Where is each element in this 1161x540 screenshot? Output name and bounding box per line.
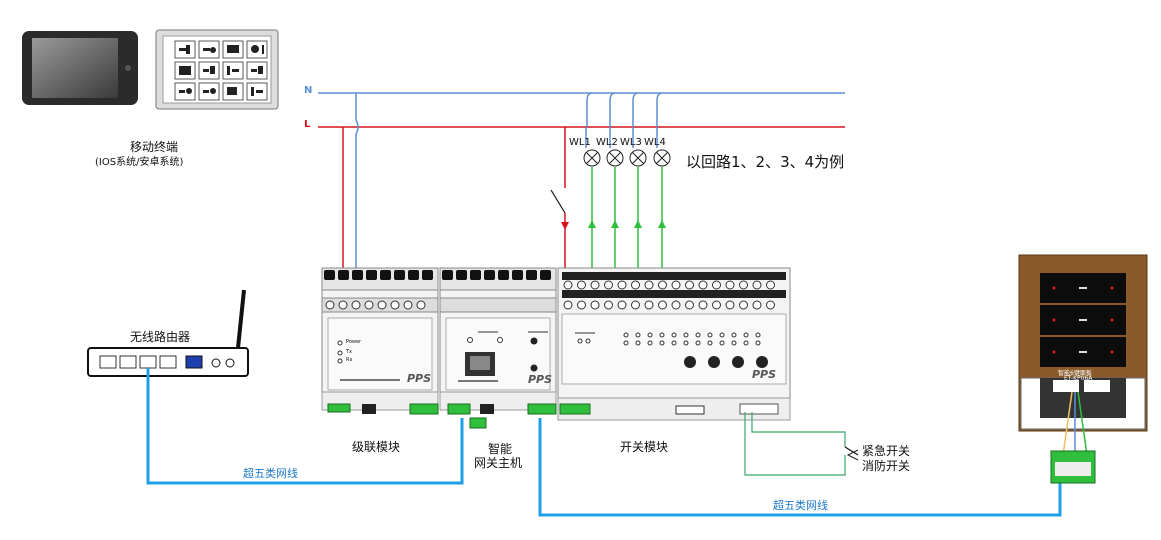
gateway-module bbox=[439, 267, 557, 429]
switch-module-label: 开关模块 bbox=[620, 440, 669, 454]
smart-panel bbox=[1018, 254, 1148, 484]
network-cable-right bbox=[538, 418, 1062, 517]
lamp-label-3: WL3 bbox=[620, 137, 642, 148]
lamp-label-2: WL2 bbox=[596, 137, 618, 148]
cable-label-left: 超五类网线 bbox=[243, 467, 298, 480]
lamp-icon bbox=[629, 149, 647, 167]
rx-indicator: Rx bbox=[346, 357, 353, 363]
brand-switch: PPS bbox=[752, 368, 777, 381]
tx-indicator: Tx bbox=[346, 349, 353, 355]
fire-switch-label: 消防开关 bbox=[862, 459, 911, 473]
panel-model-label: ET-KP06A bbox=[1064, 375, 1093, 382]
emergency-bracket bbox=[846, 449, 859, 461]
brand-gateway: PPS bbox=[528, 373, 553, 386]
panel-name-label: 智能6键面板 bbox=[1058, 370, 1092, 377]
power-indicator: Power bbox=[346, 339, 362, 345]
live-label: L bbox=[304, 119, 311, 130]
app-screen-icon bbox=[155, 29, 279, 110]
lamp-note: 以回路1、2、3、4为例 bbox=[686, 153, 845, 171]
mobile-os-label: (IOS系统/安卓系统) bbox=[95, 157, 184, 168]
gateway-label-line1: 智能 bbox=[488, 442, 513, 456]
lamp-icon bbox=[653, 149, 671, 167]
lamp-icon bbox=[583, 149, 601, 167]
cascade-module bbox=[321, 267, 439, 415]
lamp-label-1: WL1 bbox=[569, 137, 591, 148]
cable-label-right: 超五类网线 bbox=[773, 499, 828, 512]
lamp-icon bbox=[606, 149, 624, 167]
mobile-terminal-label: 移动终端 bbox=[130, 140, 179, 154]
neutral-drop bbox=[355, 93, 359, 300]
tablet-icon bbox=[22, 31, 138, 105]
emergency-switch-label: 紧急开关 bbox=[862, 444, 911, 458]
neutral-label: N bbox=[304, 85, 313, 96]
brand-cascade: PPS bbox=[407, 372, 432, 385]
router-label: 无线路由器 bbox=[130, 330, 191, 344]
router-icon bbox=[87, 289, 249, 377]
cascade-module-label: 级联模块 bbox=[352, 440, 401, 454]
switch-module bbox=[557, 267, 791, 421]
network-cable-left bbox=[146, 368, 464, 485]
lamp-group bbox=[583, 149, 671, 167]
emergency-switch-wiring bbox=[744, 412, 859, 476]
lamp-label-4: WL4 bbox=[644, 137, 666, 148]
gateway-label-line2: 网关主机 bbox=[474, 456, 523, 470]
